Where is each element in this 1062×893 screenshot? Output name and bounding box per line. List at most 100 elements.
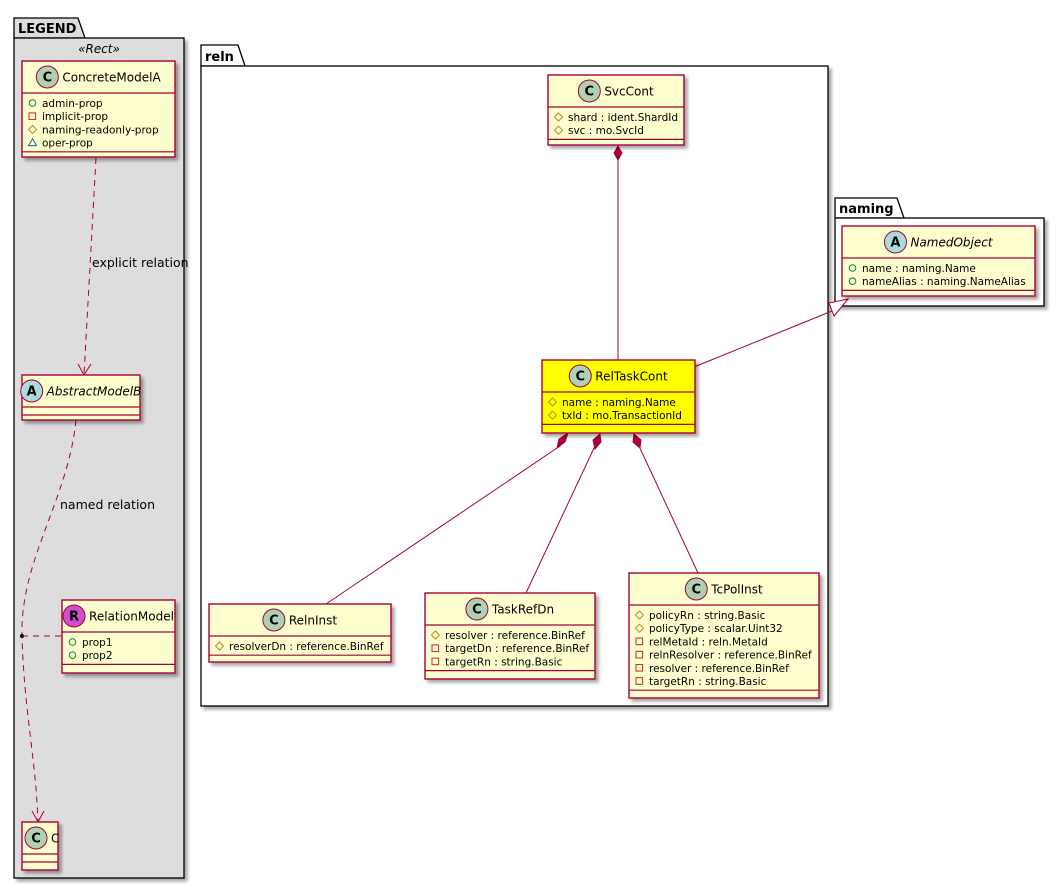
visibility-private-icon <box>431 644 440 653</box>
class-attribute: resolver : reference.BinRef <box>445 630 585 642</box>
tcpolinst-composition-diamond <box>632 433 642 449</box>
visibility-package-icon <box>27 137 38 147</box>
class-kind-c-icon <box>35 65 59 89</box>
class-kind-letter: C <box>269 614 279 629</box>
visibility-protected-icon <box>547 410 558 420</box>
package-reln-title: reln <box>205 50 234 65</box>
class-attribute: admin-prop <box>42 98 103 110</box>
class-kind-letter: R <box>69 610 79 625</box>
visibility-protected-icon <box>214 641 225 651</box>
class-kind-letter: A <box>27 385 37 400</box>
class-kind-letter: C <box>43 71 53 86</box>
class-attribute: relnResolver : reference.BinRef <box>649 650 812 662</box>
class-attribute: svc : mo.SvcId <box>568 125 644 137</box>
class-attribute: targetRn : string.Basic <box>445 656 563 668</box>
class-attribute: name : naming.Name <box>562 397 676 409</box>
svccont-composition-diamond <box>613 144 623 162</box>
class-attribute: prop2 <box>82 650 113 662</box>
class-name: TaskRefDn <box>491 603 554 617</box>
class-attribute: relMetaId : reln.MetaId <box>649 636 768 648</box>
visibility-public-icon <box>848 264 857 272</box>
class-named-object: A NamedObject name : naming.NamenameAlias … <box>841 225 1036 297</box>
package-legend: LEGEND «Rect» <box>13 17 185 879</box>
class-kind-a-icon <box>883 230 907 254</box>
class-attribute: naming-readonly-prop <box>42 124 159 136</box>
class-attribute: shard : ident.ShardId <box>568 112 678 124</box>
class-name: NamedObject <box>910 236 993 250</box>
visibility-protected-icon <box>27 124 38 135</box>
class-name: SvcCont <box>604 85 654 99</box>
class-kind-letter: C <box>472 603 482 618</box>
relninst-composition-diamond <box>556 431 569 450</box>
named-relation-label: named relation <box>60 497 155 512</box>
class-kind-c-icon <box>568 364 592 388</box>
class-name: RelnInst <box>289 614 338 628</box>
visibility-public-icon <box>28 99 37 107</box>
class-attribute: implicit-prop <box>42 111 108 123</box>
class-abstract-model-b: A AbstractModelB <box>20 374 142 421</box>
visibility-protected-icon <box>553 112 564 122</box>
class-kind-letter: C <box>585 85 595 100</box>
visibility-public-icon <box>68 651 77 660</box>
class-name: C <box>51 832 59 846</box>
class-attribute: nameAlias : naming.NameAlias <box>862 276 1026 288</box>
package-legend-title: LEGEND <box>18 22 77 37</box>
package-naming-title: naming <box>839 202 894 217</box>
taskrefdn-composition-diamond <box>592 433 602 451</box>
class-attribute: resolverDn : reference.BinRef <box>229 641 384 653</box>
class-attribute: targetRn : string.Basic <box>649 676 767 688</box>
class-attribute: policyType : scalar.Uint32 <box>649 623 783 635</box>
visibility-private-icon <box>635 650 644 659</box>
taskrefdn-composition-line <box>525 445 596 594</box>
visibility-private-icon <box>635 637 644 646</box>
visibility-private-icon <box>635 664 644 672</box>
class-kind-letter: C <box>576 370 586 385</box>
visibility-public-icon <box>848 277 857 286</box>
class-kind-a-icon <box>20 379 44 403</box>
class-kind-c-icon <box>577 79 601 103</box>
class-attribute: prop1 <box>82 637 113 649</box>
class-name: AbstractModelB <box>46 385 142 399</box>
generalization-line <box>693 308 838 368</box>
visibility-protected-icon <box>430 630 441 640</box>
visibility-protected-icon <box>547 397 558 407</box>
class-reln-inst: C RelnInst resolverDn : reference.BinRef <box>208 603 392 663</box>
class-kind-letter: A <box>890 236 900 251</box>
tcpolinst-composition-line <box>638 445 699 574</box>
visibility-private-icon <box>28 112 37 121</box>
visibility-private-icon <box>635 677 644 685</box>
visibility-protected-icon <box>553 125 564 135</box>
class-attribute: txId : mo.TransactionId <box>562 410 682 422</box>
relninst-composition-line <box>325 445 561 605</box>
class-name: RelationModel <box>89 610 174 624</box>
class-attribute: name : naming.Name <box>862 263 976 275</box>
class-kind-c-icon <box>684 577 708 601</box>
generalization-arrowhead <box>828 298 850 317</box>
class-kind-letter: C <box>691 583 701 598</box>
class-kind-c-icon <box>24 826 48 850</box>
explicit-relation-label: explicit relation <box>92 255 189 270</box>
visibility-protected-icon <box>634 623 645 633</box>
class-kind-c-icon <box>465 597 489 621</box>
explicit-relation-line <box>83 157 97 376</box>
legend-stereotype: «Rect» <box>78 42 120 56</box>
class-concrete-model-a: C ConcreteModelA admin-propimplicit-propna… <box>21 60 176 158</box>
visibility-public-icon <box>68 638 77 646</box>
class-attribute: resolver : reference.BinRef <box>649 663 789 675</box>
visibility-private-icon <box>431 657 440 666</box>
class-kind-r-icon <box>62 604 86 628</box>
class-attribute: targetDn : reference.BinRef <box>445 643 589 655</box>
class-attribute: oper-prop <box>42 138 93 150</box>
class-kind-c-icon <box>262 608 286 632</box>
visibility-protected-icon <box>634 610 645 620</box>
class-attribute: policyRn : string.Basic <box>649 610 766 622</box>
class-name: ConcreteModelA <box>62 71 161 85</box>
